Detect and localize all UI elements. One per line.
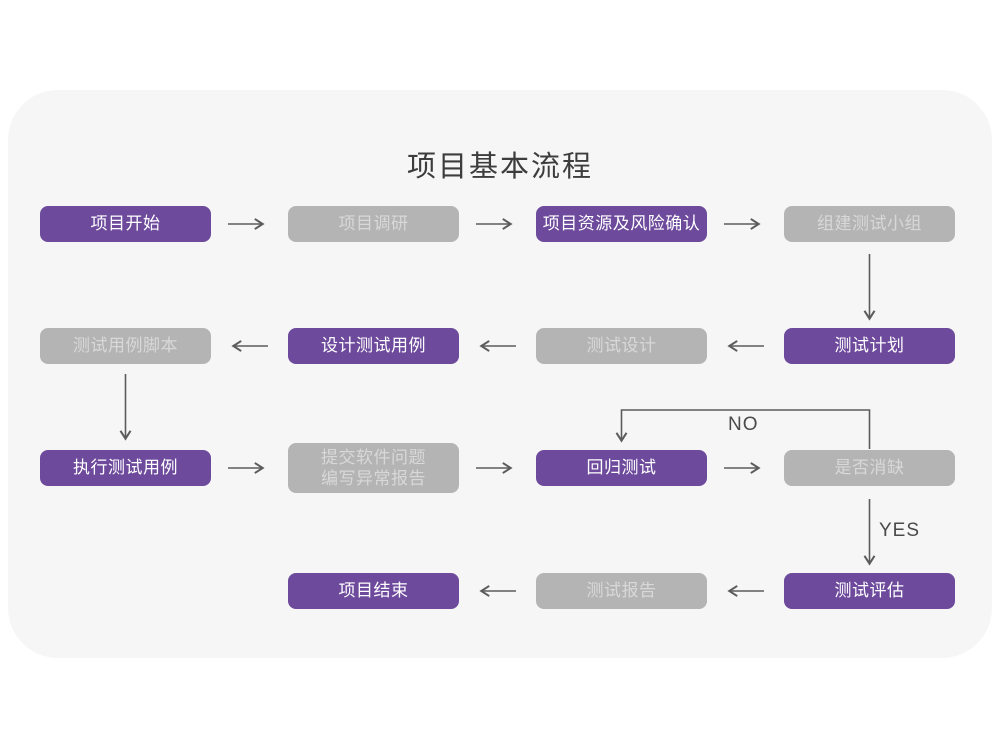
flow-node-test-evaluation: 测试评估 xyxy=(784,573,955,609)
flow-node-project-research: 项目调研 xyxy=(288,206,459,242)
branch-label-no: NO xyxy=(728,414,759,435)
flow-node-build-test-team: 组建测试小组 xyxy=(784,206,955,242)
flow-node-execute-test-case: 执行测试用例 xyxy=(40,450,211,486)
branch-label-yes: YES xyxy=(879,520,921,541)
flow-node-submit-issue-report: 提交软件问题 编写异常报告 xyxy=(288,443,459,493)
flow-node-regression-test: 回归测试 xyxy=(536,450,707,486)
flow-node-resources-risk: 项目资源及风险确认 xyxy=(536,206,707,242)
flow-node-test-plan: 测试计划 xyxy=(784,328,955,364)
flow-node-project-start: 项目开始 xyxy=(40,206,211,242)
flow-node-design-test-case: 设计测试用例 xyxy=(288,328,459,364)
flow-node-defect-cleared: 是否消缺 xyxy=(784,450,955,486)
flow-node-test-design: 测试设计 xyxy=(536,328,707,364)
flowchart-card xyxy=(8,90,992,658)
page-title: 项目基本流程 xyxy=(406,151,593,183)
flow-node-test-case-script: 测试用例脚本 xyxy=(40,328,211,364)
flow-node-test-report: 测试报告 xyxy=(536,573,707,609)
flow-node-project-end: 项目结束 xyxy=(288,573,459,609)
